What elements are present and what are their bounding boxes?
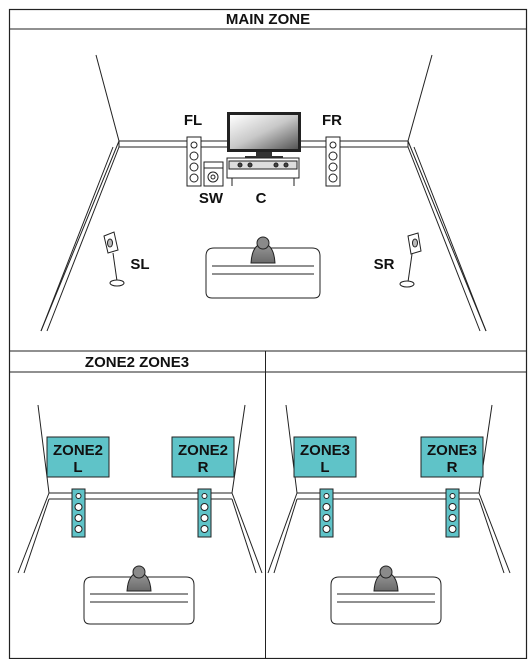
zone2-left-speaker-icon: [71, 488, 86, 538]
zone3-left-speaker-icon: [319, 488, 334, 538]
listener-sofa-main: [205, 236, 321, 299]
zone2-left-box: ZONE2 L: [46, 436, 110, 478]
listener-sofa-zone2: [83, 565, 195, 625]
tv-stand-center-speaker: [226, 157, 300, 186]
c-label: C: [256, 190, 267, 207]
sw-label: SW: [199, 190, 224, 207]
zone3-right-speaker-icon: [445, 488, 460, 538]
zone23-header: ZONE2 ZONE3: [85, 354, 189, 371]
subwoofer-icon: [203, 161, 224, 187]
sl-speaker-icon: [103, 231, 125, 287]
zone3-left-box: ZONE3 L: [293, 436, 357, 478]
outer-frame: [8, 8, 528, 659]
listener-sofa-zone3: [330, 565, 442, 625]
zone3-right-name: ZONE3: [427, 442, 477, 459]
zone2-right-name: ZONE2: [178, 442, 228, 459]
zone2-right-channel: R: [198, 459, 209, 476]
sr-speaker-icon: [399, 232, 422, 288]
fr-label: FR: [322, 112, 342, 129]
tv: [227, 112, 301, 159]
main-zone-header: MAIN ZONE: [226, 11, 310, 28]
sl-label: SL: [130, 256, 149, 273]
zone3-right-channel: R: [447, 459, 458, 476]
zone3-room: [267, 404, 511, 574]
zone2-right-speaker-icon: [197, 488, 212, 538]
zone2-left-name: ZONE2: [53, 442, 103, 459]
fl-speaker-icon: [186, 136, 202, 187]
zone3-left-name: ZONE3: [300, 442, 350, 459]
zone2-room: [17, 404, 263, 574]
fl-label: FL: [184, 112, 202, 129]
zone3-left-channel: L: [320, 459, 329, 476]
zone2-left-channel: L: [73, 459, 82, 476]
fr-speaker-icon: [325, 136, 341, 187]
zone3-right-box: ZONE3 R: [420, 436, 484, 478]
sr-label: SR: [374, 256, 395, 273]
zone2-right-box: ZONE2 R: [171, 436, 235, 478]
